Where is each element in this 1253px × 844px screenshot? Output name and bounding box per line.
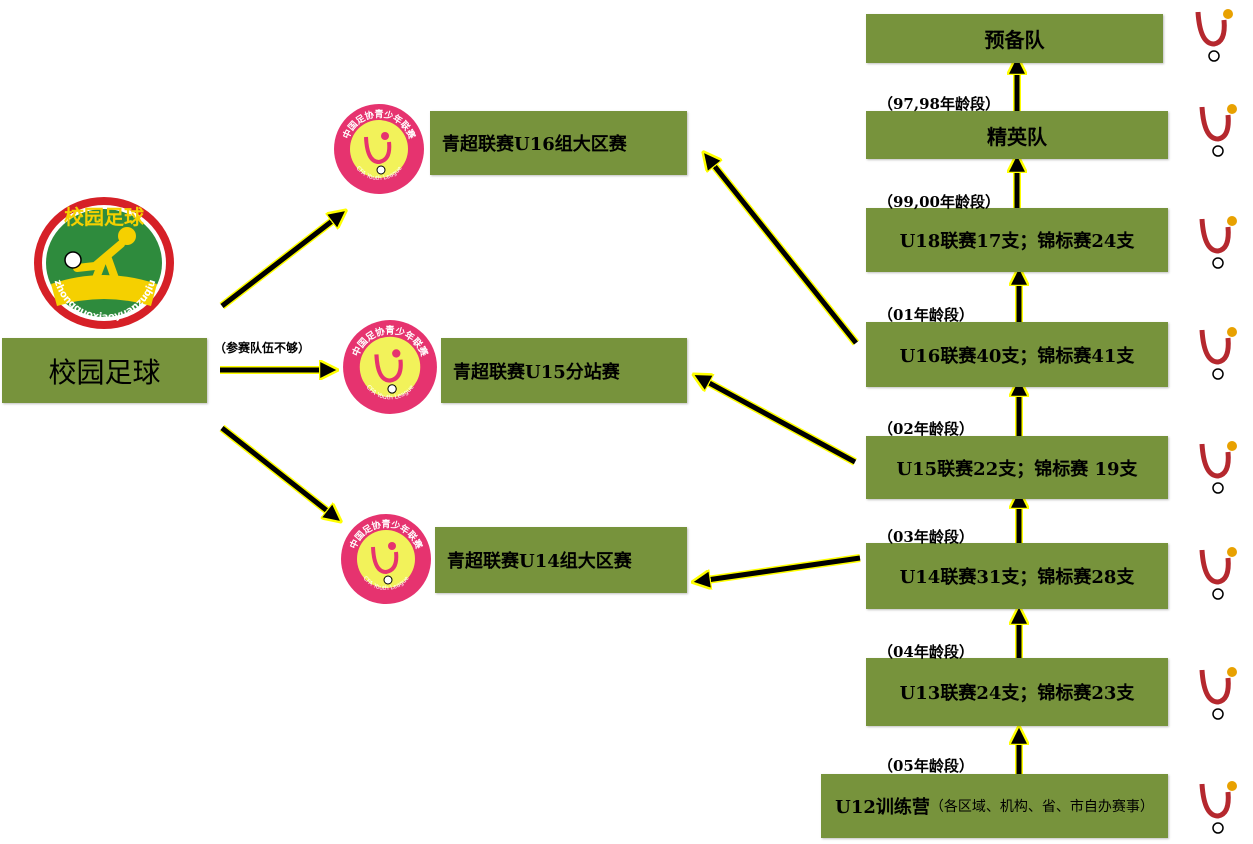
competition-u16-regional: 青超联赛U16组大区赛: [430, 111, 687, 175]
cfa-glyph-icon-6: [1199, 547, 1237, 600]
source-campus-football: 校园足球: [2, 338, 207, 403]
note-insufficient-teams: （参赛队伍不够）: [214, 341, 311, 355]
ladder-reserve-team: 预备队: [866, 14, 1163, 63]
cfa-youth-league-badge-3: 中国足协青少年联赛 CFA Youth League: [341, 514, 431, 604]
age-note-u13: （04年龄段）: [878, 643, 974, 661]
age-note-u14: （03年龄段）: [878, 528, 974, 546]
cfa-glyph-icon-2: [1199, 104, 1237, 157]
cfa-youth-league-badge-1: 中国足协青少年联赛 CFA Youth League: [334, 104, 424, 194]
age-note-u16: （01年龄段）: [878, 306, 974, 324]
competition-u15-station: 青超联赛U15分站赛: [441, 338, 687, 403]
arrow-u14-ladder-to-u14-comp: [700, 554, 861, 581]
ladder-u13: U13联赛24支；锦标赛23支: [866, 658, 1168, 726]
age-note-u12: （05年龄段）: [878, 757, 974, 775]
ladder-u14: U14联赛31支；锦标赛28支: [866, 543, 1168, 609]
arrow-source-to-u14: [219, 424, 335, 517]
arrow-u16-ladder-to-u16-comp: [708, 158, 860, 346]
cfa-glyph-icon-3: [1199, 216, 1237, 269]
ladder-u18: U18联赛17支；锦标赛24支: [866, 208, 1168, 272]
cfa-youth-league-badge-2: 中国足协青少年联赛 CFA Youth League: [343, 320, 437, 414]
age-note-u18: （99,00年龄段）: [878, 193, 1000, 211]
age-note-elite: （97,98年龄段）: [878, 95, 1000, 113]
ladder-u12: U12训练营（各区域、机构、省、市自办赛事）: [821, 774, 1168, 838]
ladder-u15: U15联赛22支；锦标赛 19支: [866, 436, 1168, 499]
ladder-u12-label: U12训练营: [835, 797, 930, 818]
cfa-glyph-icon-5: [1199, 441, 1237, 494]
cfa-glyph-icon-4: [1199, 327, 1237, 380]
arrow-source-to-u16: [219, 215, 340, 310]
competition-u14-regional: 青超联赛U14组大区赛: [435, 527, 687, 593]
cfa-glyph-icon-8: [1199, 781, 1237, 834]
cfa-glyph-icon-7: [1199, 667, 1237, 720]
age-note-u15: （02年龄段）: [878, 420, 974, 438]
cfa-glyph-icon-1: [1195, 9, 1233, 62]
arrow-u15-ladder-to-u15-comp: [700, 378, 857, 466]
logo-title: 校园足球: [64, 205, 145, 229]
ladder-u12-sub: （各区域、机构、省、市自办赛事）: [929, 799, 1154, 815]
ladder-u16: U16联赛40支；锦标赛41支: [866, 322, 1168, 387]
ladder-elite-team: 精英队: [866, 111, 1168, 159]
campus-football-logo: 校园足球 zhongguoxiaoyuanzuqiu: [34, 197, 174, 329]
